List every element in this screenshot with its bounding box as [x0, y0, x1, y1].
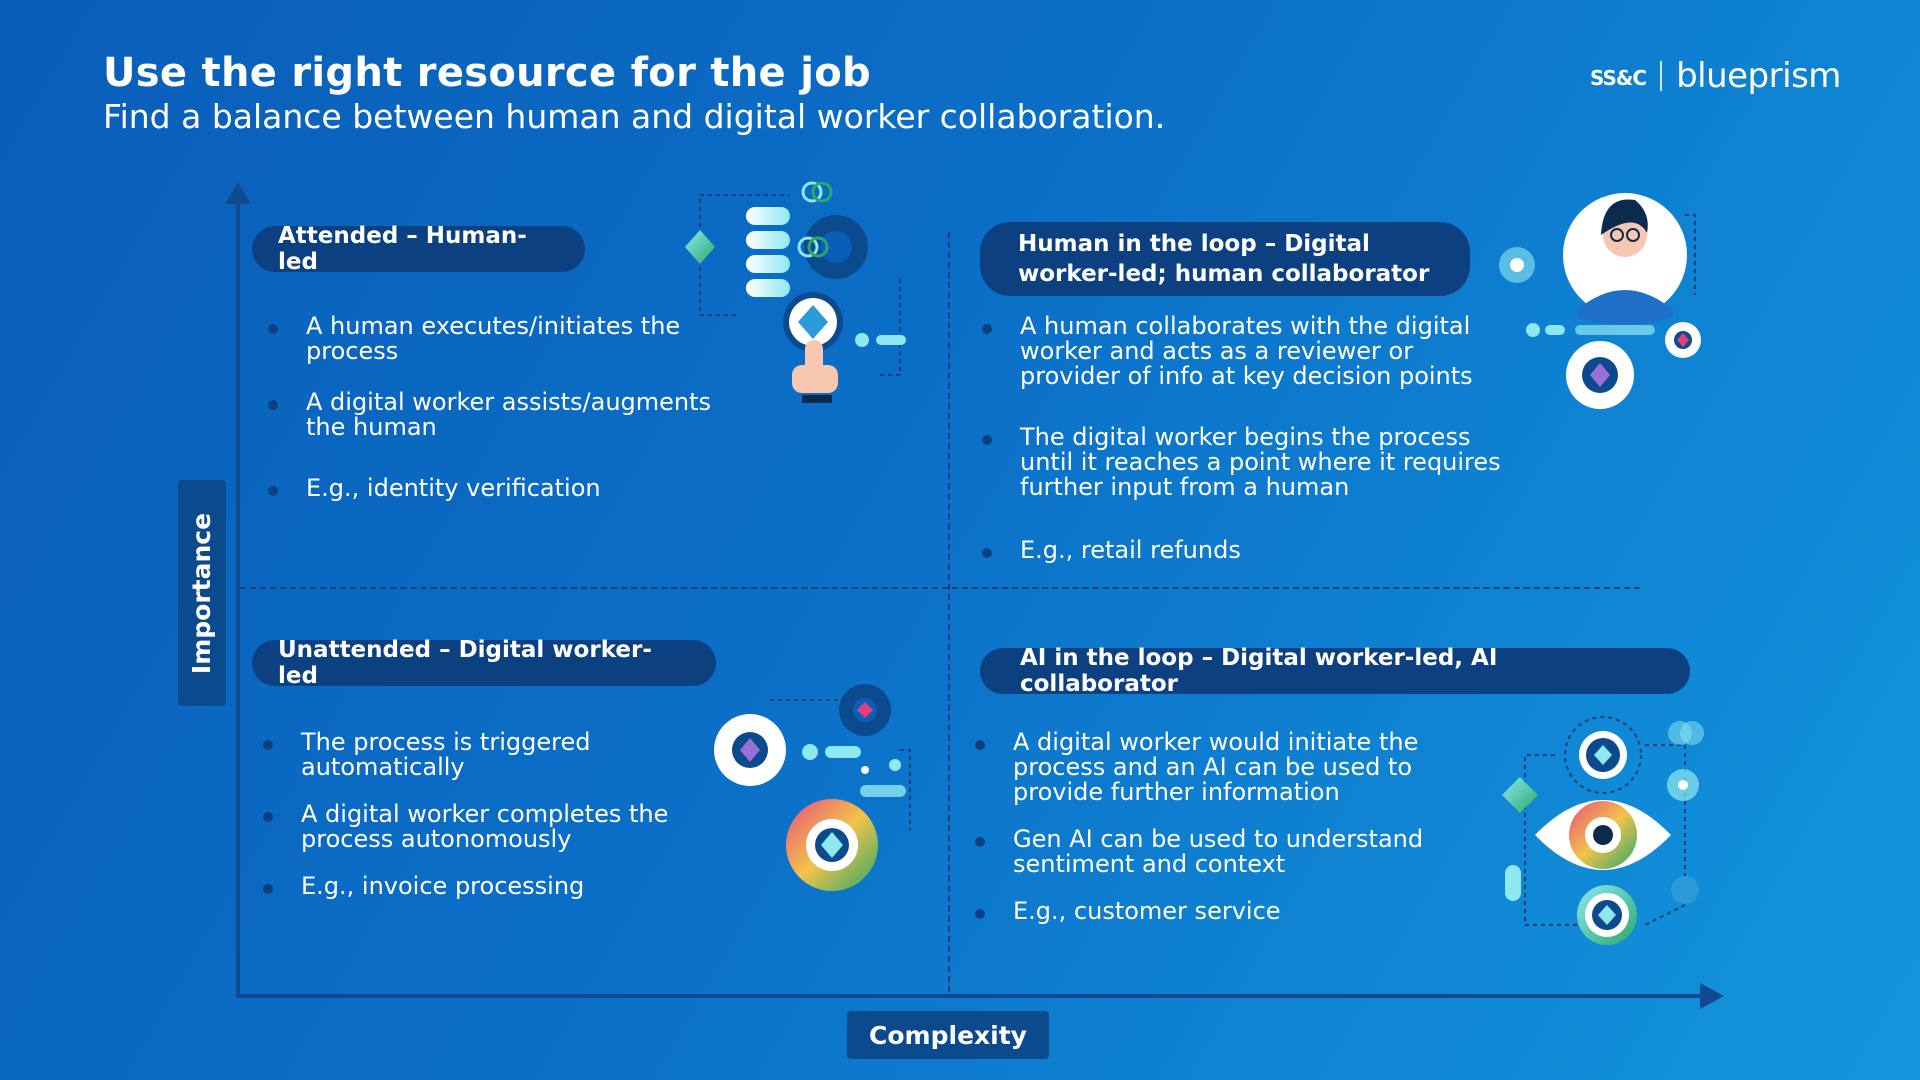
horizontal-divider — [240, 587, 1640, 589]
x-axis-label: Complexity — [847, 1011, 1049, 1059]
y-axis-arrow — [225, 182, 251, 204]
logo-ssc: SS&C — [1590, 65, 1647, 90]
quadrant-list-attended: A human executes/initiates the process A… — [268, 314, 726, 501]
list-item: The digital worker begins the process un… — [982, 425, 1520, 500]
quadrant-list-human-in-loop: A human collaborates with the digital wo… — [982, 314, 1520, 563]
page-subtitle: Find a balance between human and digital… — [103, 97, 1166, 136]
x-axis-line — [236, 994, 1701, 998]
quadrant-heading-unattended: Unattended – Digital worker-led — [252, 637, 716, 689]
vertical-divider — [948, 232, 950, 992]
quadrant-heading-ai-in-loop: AI in the loop – Digital worker-led, AI … — [980, 645, 1690, 697]
quadrant-list-unattended: The process is triggered automatically A… — [263, 730, 731, 899]
list-item: A human collaborates with the digital wo… — [982, 314, 1520, 389]
logo-blueprism: blueprism — [1676, 56, 1841, 96]
quadrant-heading-attended: Attended – Human-led — [252, 223, 585, 275]
heading-line: Human in the loop – Digital — [1018, 231, 1370, 257]
human-avatar-icon — [1499, 193, 1701, 409]
hand-click-icon — [685, 181, 906, 403]
eye-icon — [1502, 716, 1704, 945]
list-item: A digital worker completes the process a… — [263, 802, 731, 852]
list-item: A digital worker assists/augments the hu… — [268, 390, 726, 440]
list-item: E.g., retail refunds — [982, 538, 1520, 563]
list-item: Gen AI can be used to understand sentime… — [975, 827, 1493, 877]
list-item: The process is triggered automatically — [263, 730, 731, 780]
page-title: Use the right resource for the job — [103, 50, 871, 96]
quadrant-heading-human-in-loop: Human in the loop – Digital worker-led; h… — [980, 222, 1470, 296]
gear-icon — [714, 684, 911, 891]
brand-logo: SS&C blueprism — [1590, 56, 1841, 96]
list-item: A human executes/initiates the process — [268, 314, 726, 364]
y-axis-label: Importance — [187, 512, 217, 674]
x-axis-arrow — [1700, 983, 1724, 1009]
list-item: E.g., identity verification — [268, 476, 726, 501]
logo-separator — [1660, 61, 1663, 91]
quadrant-list-ai-in-loop: A digital worker would initiate the proc… — [975, 730, 1493, 924]
list-item: E.g., customer service — [975, 899, 1493, 924]
y-axis-line — [236, 192, 240, 998]
heading-line: worker-led; human collaborator — [1018, 261, 1430, 287]
list-item: E.g., invoice processing — [263, 874, 731, 899]
y-axis-label-box — [178, 480, 226, 706]
list-item: A digital worker would initiate the proc… — [975, 730, 1493, 805]
